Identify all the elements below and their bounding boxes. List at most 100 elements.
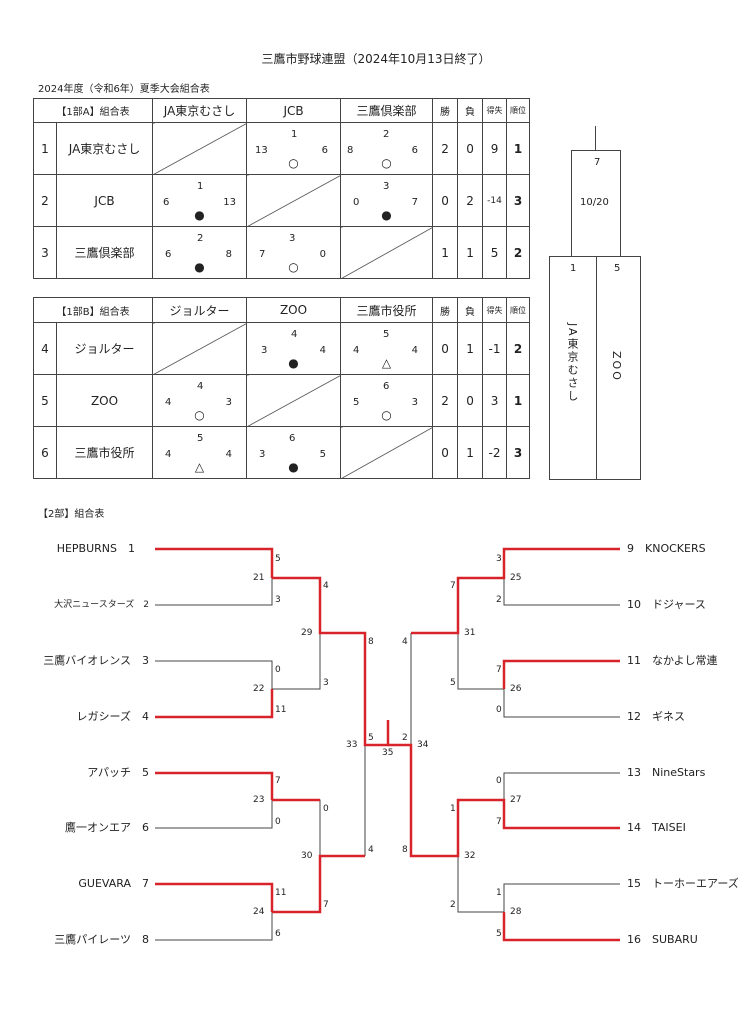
self-cell	[152, 322, 248, 375]
game-number: 33	[346, 740, 358, 750]
team-label: アパッチ 5	[87, 766, 149, 779]
game-number: 34	[417, 740, 429, 750]
team-label: GUEVARA 7	[78, 877, 149, 890]
final-connector	[595, 126, 596, 150]
win-header: 勝	[432, 98, 459, 123]
game-number: 32	[464, 851, 476, 861]
team-label: レガシーズ 4	[76, 710, 149, 723]
team-number: 4	[33, 322, 57, 375]
score: 5	[275, 554, 281, 564]
game-number: 30	[301, 851, 313, 861]
game-number: 24	[253, 907, 265, 917]
score: 7	[496, 817, 502, 827]
group-b-col-header: ジョルター	[152, 297, 248, 323]
bracket-line	[155, 800, 273, 829]
run-diff: 5	[482, 226, 508, 279]
win-header: 勝	[432, 297, 459, 323]
group-a-col-header: 三鷹倶楽部	[340, 98, 434, 123]
team-label: 鷹一オンエア 6	[65, 821, 149, 834]
final-left-team: JA東京むさし	[566, 323, 579, 403]
game-number: 29	[301, 628, 313, 638]
final-date: 10/20	[580, 197, 609, 208]
final-left-slot: 1 JA東京むさし	[549, 256, 597, 480]
self-cell	[246, 374, 342, 427]
score: 3	[275, 595, 281, 605]
score: 8	[402, 845, 408, 855]
bracket-line	[272, 633, 321, 690]
group-b-label: 【1部B】組合表	[32, 297, 154, 323]
score: 11	[275, 705, 287, 715]
rank: 1	[506, 374, 531, 427]
bracket-line	[503, 578, 620, 606]
game-number: 35	[382, 748, 394, 758]
bracket-lines-winner	[155, 547, 620, 942]
bracket-line	[155, 578, 273, 606]
score: 5	[496, 929, 502, 939]
self-cell	[152, 122, 248, 175]
run-diff: 9	[482, 122, 508, 175]
score: 2	[496, 595, 502, 605]
bracket-line	[503, 883, 620, 912]
team-label: 10 ドジャース	[627, 598, 706, 611]
team-name: JA東京むさし	[55, 122, 154, 175]
winner-line	[502, 912, 620, 942]
final-game-number: 7	[594, 157, 601, 168]
team-name: ZOO	[55, 374, 154, 427]
team-label: HEPBURNS 1	[56, 542, 135, 555]
win-count: 0	[432, 426, 459, 479]
group-a-label: 【1部A】組合表	[32, 98, 154, 123]
final-right-slot: 5 ZOO	[596, 256, 641, 480]
score: 2	[402, 733, 408, 743]
score: 7	[450, 581, 456, 591]
team-label: 15 トーホーエアーズ	[627, 877, 739, 890]
game-number: 27	[510, 795, 522, 805]
winner-line	[388, 743, 620, 858]
winner-line	[272, 576, 390, 747]
winner-line	[155, 689, 274, 719]
bracket-line	[272, 799, 321, 856]
page-subtitle: 2024年度（令和6年）夏季大会組合表	[38, 84, 210, 95]
team-label: 16 SUBARU	[627, 933, 698, 946]
score: 7	[496, 665, 502, 675]
group-a-table: 【1部A】組合表 JA東京むさし JCB 三鷹倶楽部 勝 負 得失 順位 1 J…	[32, 98, 531, 279]
game-number: 31	[464, 628, 476, 638]
score: 8	[368, 637, 374, 647]
run-diff: -2	[482, 426, 508, 479]
winner-line	[411, 547, 620, 635]
score: 5	[368, 733, 374, 743]
score: 7	[323, 900, 329, 910]
rank: 3	[506, 426, 531, 479]
win-count: 2	[432, 374, 459, 427]
final-right-seed: 5	[614, 263, 621, 274]
winner-line	[155, 547, 274, 578]
final-right-team: ZOO	[610, 351, 623, 382]
team-number: 1	[33, 122, 57, 175]
winner-line	[502, 659, 620, 689]
team-label: 14 TAISEI	[627, 821, 686, 834]
group-a-col-header: JA東京むさし	[152, 98, 248, 123]
team-label: 13 NineStars	[627, 766, 706, 779]
team-name: 三鷹倶楽部	[55, 226, 154, 279]
score: 0	[275, 817, 281, 827]
final-box: 7 10/20	[571, 150, 621, 257]
score: 11	[275, 888, 287, 898]
winner-line	[155, 882, 274, 912]
game-number: 23	[253, 795, 265, 805]
game-number: 22	[253, 684, 265, 694]
winner-line	[155, 771, 274, 800]
score: 4	[323, 581, 329, 591]
page-title: 三鷹市野球連盟（2024年10月13日終了）	[261, 52, 491, 66]
game-number: 28	[510, 907, 522, 917]
game-number: 26	[510, 684, 522, 694]
self-cell	[340, 226, 434, 279]
division2-label: 【2部】組合表	[38, 509, 105, 520]
run-diff: -14	[482, 174, 508, 227]
score: 0	[323, 804, 329, 814]
score: 1	[450, 804, 456, 814]
